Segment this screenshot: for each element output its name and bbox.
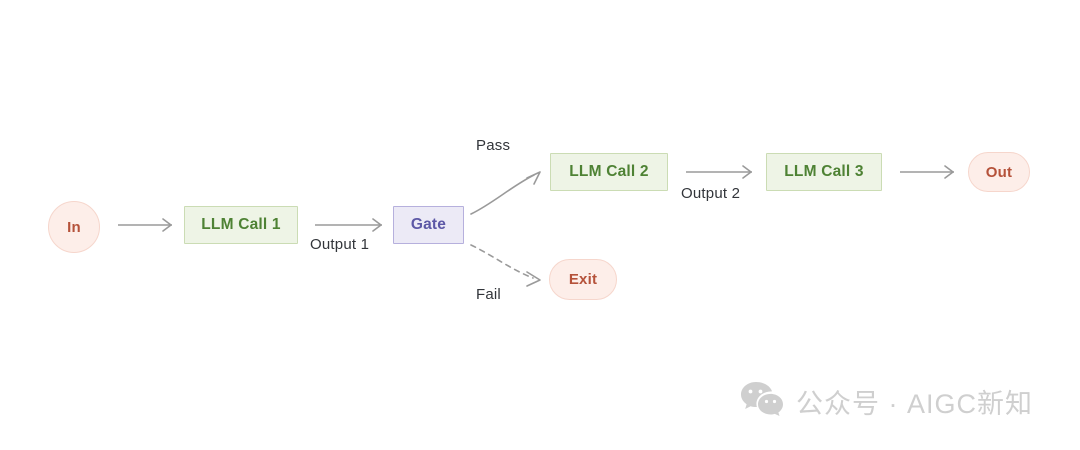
edge-call1-to-gate <box>315 218 382 232</box>
node-llm-call-3-label: LLM Call 3 <box>784 163 864 180</box>
node-out-label: Out <box>985 163 1013 181</box>
edge-label-output-1: Output 1 <box>310 236 370 253</box>
node-exit-label: Exit <box>568 271 598 288</box>
edge-label-output-2: Output 2 <box>681 185 741 202</box>
edge-label-fail: Fail <box>476 286 501 303</box>
edge-gate-to-exit-fail <box>470 244 541 287</box>
edge-gate-to-call2-pass <box>470 171 541 215</box>
node-exit[interactable]: Exit <box>549 259 617 300</box>
watermark-text: 公众号 · AIGC新知 <box>796 389 1034 419</box>
edge-label-pass: Pass <box>476 137 511 154</box>
edge-call3-to-out <box>900 165 954 179</box>
node-in[interactable]: In <box>48 201 100 253</box>
node-llm-call-1-label: LLM Call 1 <box>201 216 281 233</box>
node-llm-call-2[interactable]: LLM Call 2 <box>550 153 668 191</box>
node-llm-call-2-label: LLM Call 2 <box>569 163 649 180</box>
wechat-icon <box>740 380 784 423</box>
edge-call2-to-call3 <box>686 165 752 179</box>
node-out[interactable]: Out <box>968 152 1030 192</box>
edge-in-to-call1 <box>118 218 172 232</box>
watermark: 公众号 · AIGC新知 <box>740 380 1033 423</box>
node-llm-call-1[interactable]: LLM Call 1 <box>184 206 298 244</box>
node-llm-call-3[interactable]: LLM Call 3 <box>766 153 882 191</box>
node-gate[interactable]: Gate <box>393 206 464 244</box>
node-gate-label: Gate <box>410 216 447 233</box>
node-in-label: In <box>67 218 81 236</box>
